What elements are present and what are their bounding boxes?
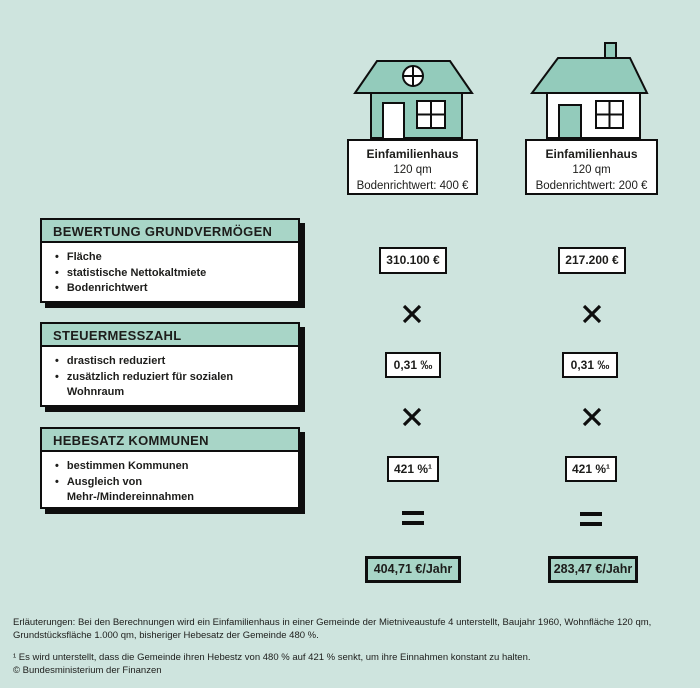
equals-icon — [402, 511, 424, 525]
house-land-value: Bodenrichtwert: 200 € — [535, 180, 648, 192]
bullet-item: zusätzlich reduziert für sozialen Wohnra… — [55, 370, 288, 401]
multiply-icon — [402, 304, 422, 324]
footer-explanation-line1: Erläuterungen: Bei den Berechnungen wird… — [13, 617, 652, 628]
step-bullets: Fläche statistische Nettokaltmiete Boden… — [42, 243, 298, 297]
bullet-item: Ausgleich von Mehr-/Mindereinnahmen — [55, 475, 288, 506]
step-title: STEUERMESSZAHL — [42, 324, 298, 347]
bullet-item: Fläche — [55, 250, 288, 266]
house-name: Einfamilienhaus — [366, 147, 459, 161]
value-box-grundvermoegen-2: 217.200 € — [558, 247, 626, 274]
bullet-item: drastisch reduziert — [55, 354, 288, 370]
door-icon-right — [558, 104, 582, 139]
step-box-steuermesszahl: STEUERMESSZAHL drastisch reduziert zusät… — [40, 322, 300, 407]
door-icon-left — [382, 102, 405, 140]
house-icon-right — [530, 42, 649, 139]
step-box-hebesatz-kommunen: HEBESATZ KOMMUNEN bestimmen Kommunen Aus… — [40, 427, 300, 509]
footer-footnote: ¹ Es wird unterstellt, dass die Gemeinde… — [13, 652, 531, 663]
house-size: 120 qm — [393, 164, 432, 176]
house-size: 120 qm — [572, 164, 611, 176]
step-title: BEWERTUNG GRUNDVERMÖGEN — [42, 220, 298, 243]
bullet-item: bestimmen Kommunen — [55, 459, 288, 475]
house-label-right: Einfamilienhaus 120 qm Bodenrichtwert: 2… — [525, 139, 658, 195]
roof-right — [530, 57, 649, 94]
step-box-bewertung-grundvermoegen: BEWERTUNG GRUNDVERMÖGEN Fläche statistis… — [40, 218, 300, 303]
house-name: Einfamilienhaus — [545, 147, 638, 161]
bullet-dot — [55, 250, 59, 266]
step-bullets: drastisch reduziert zusätzlich reduziert… — [42, 347, 298, 401]
value-box-hebesatz-2: 421 %¹ — [565, 456, 617, 482]
multiply-icon — [582, 407, 602, 427]
bullet-dot — [55, 475, 59, 506]
bullet-item: statistische Nettokaltmiete — [55, 266, 288, 282]
bullet-item: Bodenrichtwert — [55, 281, 288, 297]
bullet-dot — [55, 281, 59, 297]
house-icon-left — [353, 60, 474, 140]
step-bullets: bestimmen Kommunen Ausgleich von Mehr-/M… — [42, 452, 298, 506]
value-box-hebesatz-1: 421 %¹ — [387, 456, 439, 482]
result-box-1: 404,71 €/Jahr — [365, 556, 461, 583]
bullet-dot — [55, 354, 59, 370]
footer-copyright: © Bundesministerium der Finanzen — [13, 665, 162, 676]
bullet-dot — [55, 370, 59, 401]
result-box-2: 283,47 €/Jahr — [548, 556, 638, 583]
bullet-dot — [55, 459, 59, 475]
bullet-dot — [55, 266, 59, 282]
footer-explanation-line2: Grundstücksfläche 1.000 qm, bisheriger H… — [13, 630, 319, 641]
value-box-steuermesszahl-2: 0,31 ‰ — [562, 352, 618, 378]
house-label-left: Einfamilienhaus 120 qm Bodenrichtwert: 4… — [347, 139, 478, 195]
multiply-icon — [582, 304, 602, 324]
house-land-value: Bodenrichtwert: 400 € — [356, 180, 469, 192]
multiply-icon — [402, 407, 422, 427]
value-box-grundvermoegen-1: 310.100 € — [379, 247, 447, 274]
value-box-steuermesszahl-1: 0,31 ‰ — [385, 352, 441, 378]
equals-icon — [580, 512, 602, 526]
step-title: HEBESATZ KOMMUNEN — [42, 429, 298, 452]
